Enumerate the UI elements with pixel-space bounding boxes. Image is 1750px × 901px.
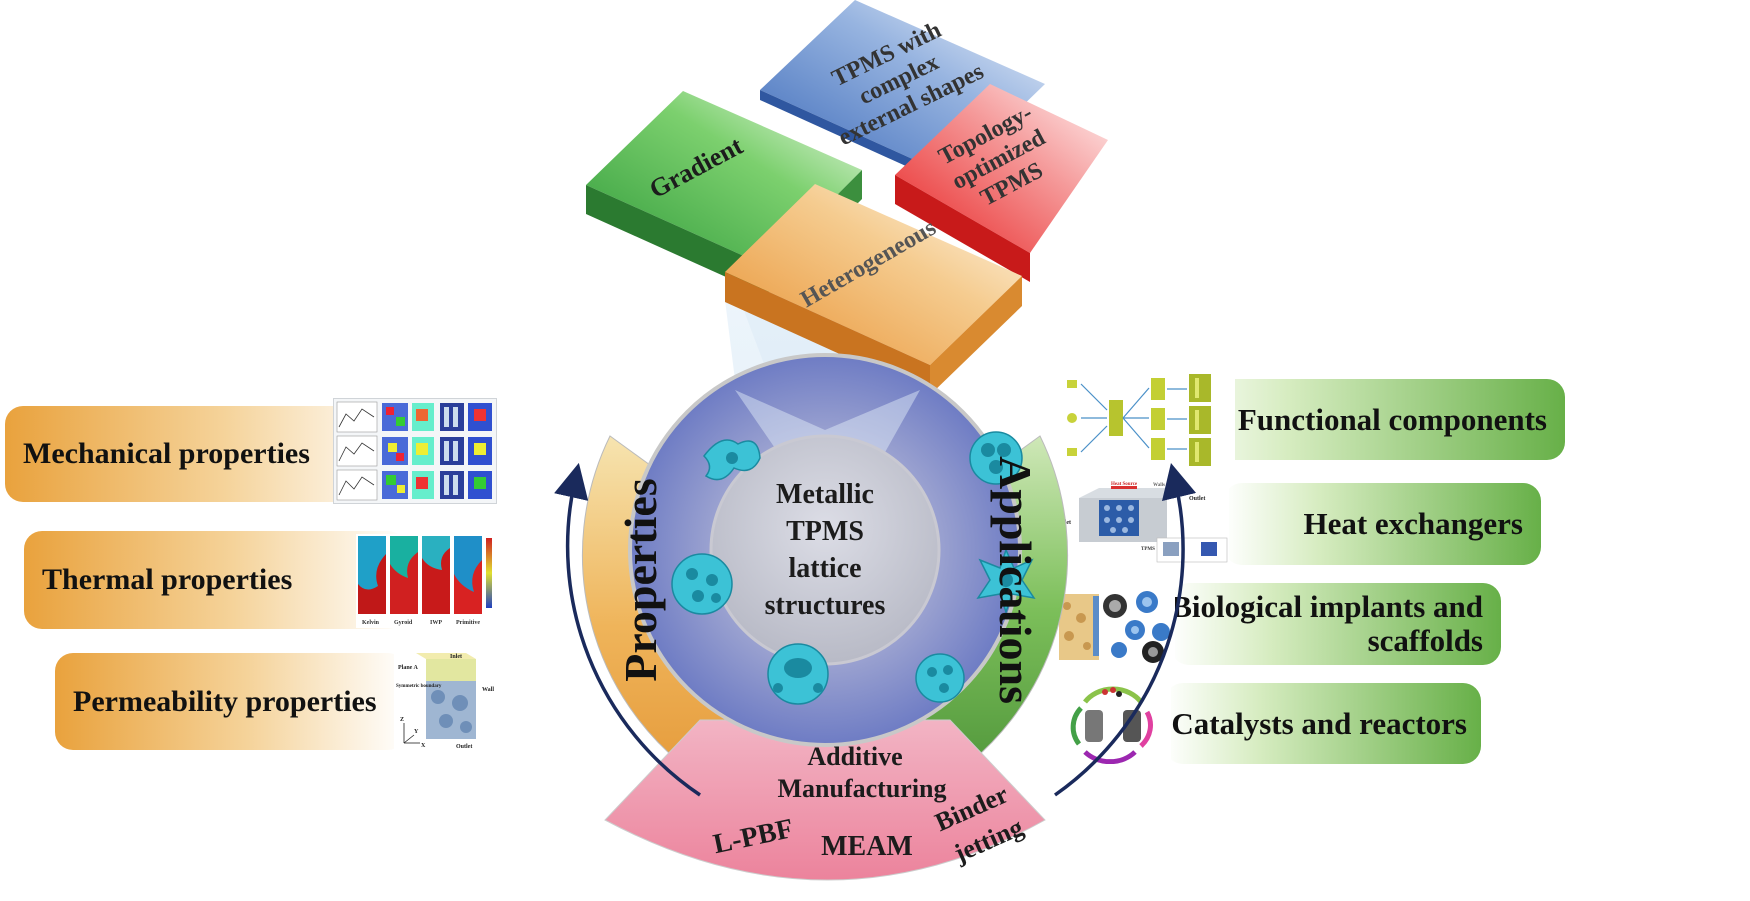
center-line2: TPMS bbox=[786, 516, 864, 547]
functional-components-pill: Functional components bbox=[1170, 379, 1565, 460]
perm-axis-y: Y bbox=[414, 729, 419, 735]
center-title: Metallic TPMS lattice structures bbox=[765, 479, 886, 621]
lattice-icon-4 bbox=[976, 547, 1036, 615]
perm-symmetry-label: Symmetric boundary bbox=[396, 684, 442, 689]
am-lower-band bbox=[604, 719, 1046, 881]
mechanical-properties-image bbox=[333, 398, 497, 504]
permeability-properties-label: Permeability properties bbox=[73, 684, 377, 718]
perm-axis-x: X bbox=[421, 743, 426, 749]
properties-band-label: Properties bbox=[615, 478, 666, 682]
am-method-meam: MEAM bbox=[821, 831, 913, 862]
heat-tpms-label: TPMS bbox=[1141, 547, 1155, 552]
lattice-icon-6 bbox=[915, 653, 965, 703]
tile-topology bbox=[895, 84, 1108, 282]
thermal-properties-label: Thermal properties bbox=[42, 563, 293, 596]
functional-components-label: Functional components bbox=[1237, 401, 1547, 437]
heat-exchangers-image: Heat Source Walls Outlet Inlet TPMS bbox=[1057, 480, 1229, 564]
center-line4: structures bbox=[765, 590, 886, 621]
lattice-icon-1 bbox=[703, 439, 761, 481]
center-line1: Metallic bbox=[776, 479, 874, 510]
perm-wall-label: Wall bbox=[482, 687, 494, 693]
am-title-line2: Manufacturing bbox=[778, 774, 947, 803]
mechanical-properties-label: Mechanical properties bbox=[23, 437, 310, 470]
applications-band-label: Applications bbox=[990, 456, 1041, 704]
thermal-properties-image: Kelvin Gyroid IWP Primitive bbox=[356, 534, 504, 628]
lattice-icon-2 bbox=[969, 431, 1023, 485]
perm-plane-label: Plane A bbox=[398, 665, 419, 671]
biological-implants-label-line1: Biological implants and bbox=[1171, 589, 1483, 624]
catalysts-reactors-image bbox=[1055, 682, 1171, 764]
thermal-properties-pill: Thermal properties bbox=[24, 531, 406, 629]
biological-implants-label-line2: scaffolds bbox=[1367, 623, 1483, 658]
thermal-caption-primitive: Primitive bbox=[456, 620, 480, 626]
perm-outlet-label: Outlet bbox=[456, 744, 472, 750]
biological-implants-image bbox=[1057, 584, 1175, 664]
thermal-caption-gyroid: Gyroid bbox=[394, 620, 413, 626]
functional-components-image bbox=[1057, 370, 1235, 468]
heat-source-label: Heat Source bbox=[1111, 482, 1138, 487]
catalysts-reactors-label: Catalysts and reactors bbox=[1171, 705, 1467, 741]
am-title-line1: Additive bbox=[807, 742, 902, 771]
permeability-properties-image: Inlet Plane A Symmetric boundary Wall Ou… bbox=[394, 651, 502, 751]
biological-implants-pill: Biological implants and scaffolds bbox=[1171, 583, 1501, 665]
lattice-icon-3 bbox=[671, 553, 733, 615]
perm-axis-z: Z bbox=[400, 717, 404, 723]
center-line3: lattice bbox=[788, 553, 861, 584]
heat-outlet-label: Outlet bbox=[1189, 496, 1205, 502]
heat-exchangers-label: Heat exchangers bbox=[1303, 506, 1523, 541]
applications-arrow bbox=[1053, 462, 1197, 797]
thermal-caption-kelvin: Kelvin bbox=[362, 620, 380, 626]
lattice-icon-5 bbox=[767, 643, 829, 705]
thermal-caption-iwp: IWP bbox=[430, 620, 442, 626]
heat-exchangers-pill: Heat exchangers bbox=[1224, 483, 1541, 565]
heat-walls-label: Walls bbox=[1153, 483, 1165, 488]
catalysts-reactors-pill: Catalysts and reactors bbox=[1165, 683, 1481, 764]
perm-inlet-label: Inlet bbox=[450, 654, 462, 660]
properties-arrow bbox=[554, 462, 701, 797]
permeability-properties-pill: Permeability properties bbox=[55, 653, 406, 750]
tile-topology-label: Topology- optimized TPMS bbox=[935, 100, 1051, 212]
